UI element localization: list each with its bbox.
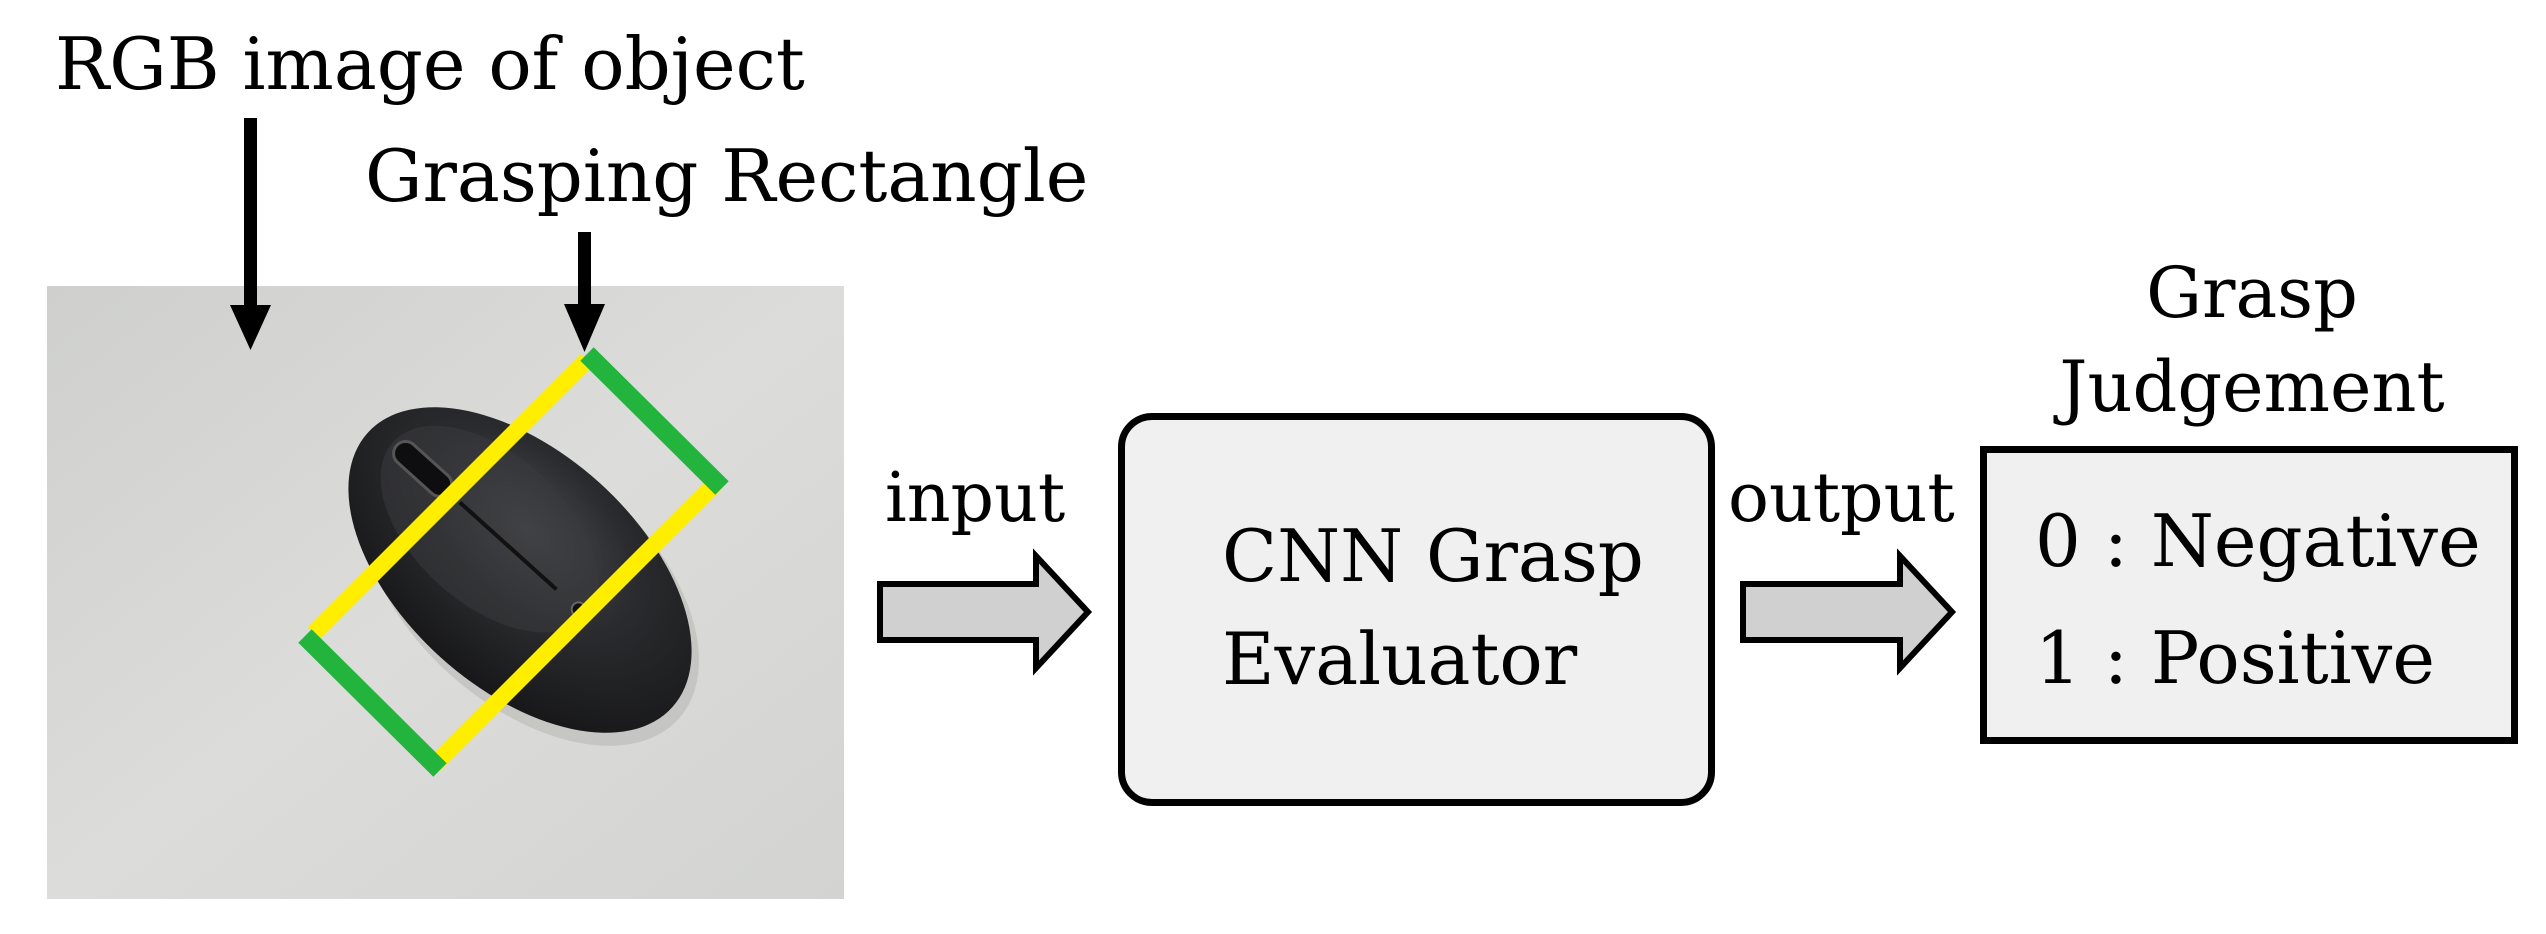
judgement-positive-text: 1 : Positive [2035,616,2435,700]
rgb-image-label: RGB image of object [55,22,805,106]
grasp-side-top [307,353,594,640]
mouse-object [348,407,692,733]
grasp-jaw-upper [580,347,729,495]
judgement-title-line1: Grasp [2146,252,2358,334]
judgement-negative-text: 0 : Negative [2035,499,2481,583]
evaluator-text-line2: Evaluator [1222,617,1578,701]
output-arrow [1740,548,1957,676]
grasp-side-bottom [427,477,722,772]
grasping-rectangle [298,347,729,777]
input-arrow [877,548,1093,676]
pointer-arrow-rect [564,232,605,352]
judgement-title-line2: Judgement [2059,346,2445,428]
pointer-arrow-rgb [230,118,271,350]
output-label: output [1728,459,1955,538]
evaluator-text-line1: CNN Grasp [1222,514,1644,598]
judgement-output-box [1980,446,2518,744]
grasping-rectangle-label: Grasping Rectangle [365,134,1089,218]
object-photo [47,286,844,899]
cnn-evaluator-box [1118,413,1715,806]
grasp-jaw-lower [298,629,447,777]
input-label: input [885,459,1066,538]
